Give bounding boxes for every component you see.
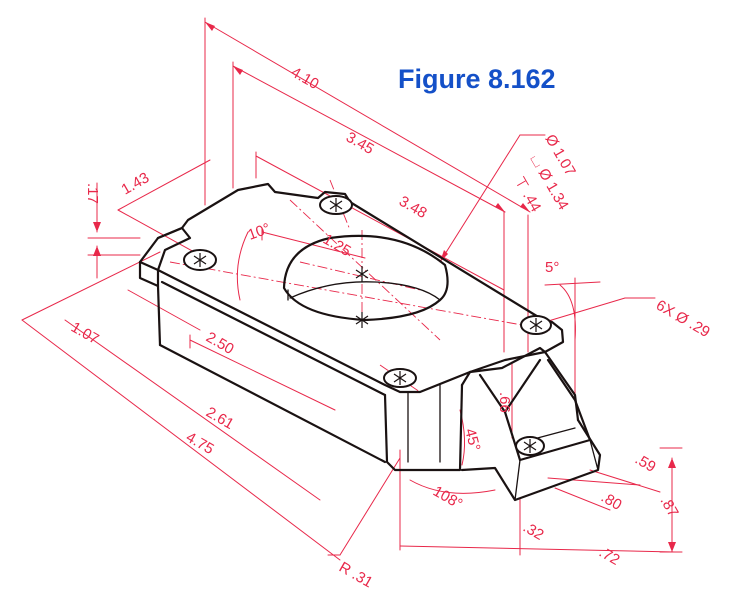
bore-center-mark-bottom xyxy=(355,312,369,328)
dim-radius: R .31 xyxy=(336,559,376,592)
dim-4-10: 4.10 xyxy=(288,64,322,93)
holes xyxy=(183,195,552,456)
dim-0-80: .80 xyxy=(598,489,625,514)
dim-0-17: .17 xyxy=(84,183,101,204)
hole-right xyxy=(520,315,552,335)
dimension-labels: 4.10 3.45 3.48 1.43 .17 1.25 10° Ø 1.07 … xyxy=(68,64,713,592)
dim-108-deg: 108° xyxy=(430,483,465,513)
hole-lug xyxy=(515,436,545,456)
dim-2-61: 2.61 xyxy=(203,404,237,433)
dim-10-deg: 10° xyxy=(246,220,273,244)
dim-0-32: .32 xyxy=(520,519,547,544)
dim-45-deg: 45° xyxy=(461,427,483,453)
dim-0-87: .87 xyxy=(657,494,682,521)
hole-front xyxy=(383,368,417,388)
bore-center-mark xyxy=(355,266,369,282)
dim-0-72: .72 xyxy=(596,544,623,569)
dim-0-59: .59 xyxy=(632,451,659,476)
dim-2-50: 2.50 xyxy=(203,329,237,358)
dim-1-07: 1.07 xyxy=(68,319,102,348)
dim-3-45: 3.45 xyxy=(343,129,377,158)
dim-3-48: 3.48 xyxy=(396,193,430,222)
dimension-lines xyxy=(21,17,683,561)
dim-holes-callout: 6X Ø .29 xyxy=(653,297,713,341)
dim-5-deg: 5° xyxy=(545,259,559,276)
dim-0-66: .66 xyxy=(496,392,513,413)
figure-title: Figure 8.162 xyxy=(398,64,556,94)
hole-left xyxy=(183,249,217,271)
hole-top xyxy=(319,195,353,215)
